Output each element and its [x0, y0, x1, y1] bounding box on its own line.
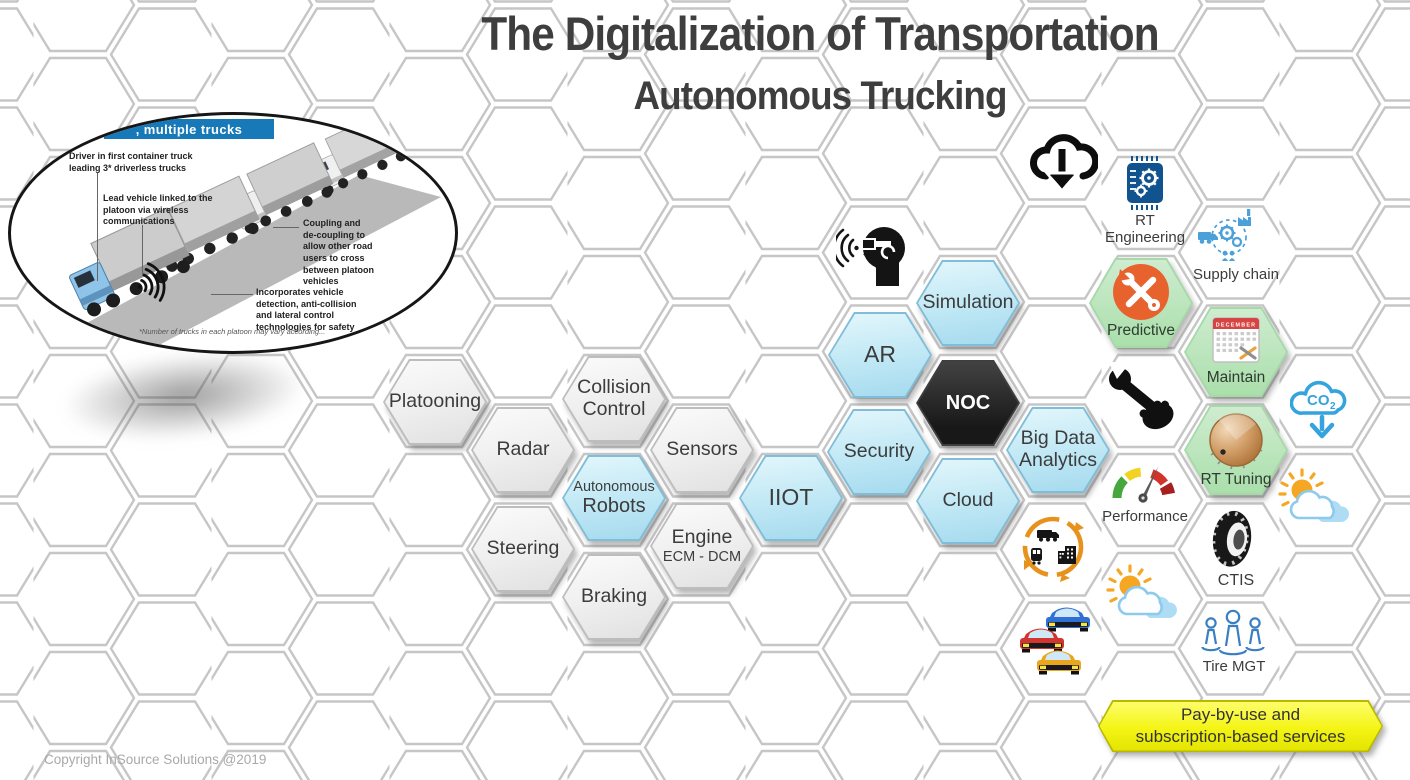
cloud-download-icon [1030, 134, 1098, 194]
hex-rt-tuning: RT Tuning [1184, 405, 1288, 495]
banner-line: Pay-by-use and [1180, 705, 1301, 725]
banner-line: subscription-based services [1135, 727, 1346, 746]
supply-chain-icon [1198, 209, 1251, 261]
tire-icon [1211, 510, 1252, 567]
ar-head-sound-icon [836, 227, 905, 286]
service-label: Tire MGT [1202, 658, 1266, 675]
leader-line [273, 227, 299, 228]
hex-label: Platooning [388, 390, 482, 413]
pay-by-use-banner: Pay-by-use and subscription-based servic… [1098, 700, 1383, 752]
truck-platoon-illustration [51, 115, 441, 351]
hex-label: Autonomous [573, 478, 655, 495]
hex-braking: Braking [562, 554, 666, 640]
chip-gears-icon [1127, 156, 1163, 210]
sun-clouds-icon [1106, 564, 1178, 618]
hex-security: Security [827, 409, 931, 495]
hex-label: Control [582, 398, 646, 420]
service-label: Performance [1102, 508, 1188, 525]
svg-text:CO: CO [1307, 392, 1330, 409]
hex-label: Braking [580, 585, 648, 608]
hex-simulation: Simulation [916, 260, 1020, 346]
hex-radar: Radar [471, 407, 575, 493]
svg-text:DECEMBER: DECEMBER [1216, 323, 1256, 329]
page-subtitle: Autonomous Trucking [633, 74, 1007, 118]
hex-label: Sensors [666, 438, 738, 461]
service-label: CTIS [1217, 572, 1255, 589]
leader-line [211, 294, 253, 295]
hex-label: ECM - DCM [662, 548, 742, 565]
annotation-coupling: Coupling and de-coupling to allow other … [303, 218, 375, 287]
hex-ar: AR [828, 312, 932, 398]
co2-reduction-icon: CO 2 [1290, 380, 1347, 439]
hex-maintain: DECEMBER Maintain [1184, 307, 1288, 397]
platooning-infographic: , multiple trucks Driver in first contai… [8, 112, 458, 354]
annotation-incorporates: Incorporates vehicle detection, anti-col… [256, 287, 357, 333]
leader-line [97, 173, 98, 281]
people-group-icon [1201, 609, 1265, 656]
hex-steering: Steering [471, 506, 575, 592]
page-title: The Digitalization of Transportation [481, 7, 1159, 60]
hex-label: AR [864, 341, 896, 368]
hex-iiot: IIOT [739, 455, 843, 541]
hex-label: Collision [577, 376, 651, 399]
hex-predictive: Predictive [1089, 258, 1193, 348]
leader-line [142, 225, 143, 275]
svg-text:2: 2 [1330, 401, 1336, 412]
gauge-icon [1112, 466, 1176, 503]
service-label: Predictive [1106, 322, 1176, 339]
wrench-hand-icon [1108, 362, 1174, 430]
hex-cloud: Cloud [916, 458, 1020, 544]
copyright-text: Copyright InSource Solutions @2019 [44, 752, 267, 767]
oval-header-banner: , multiple trucks [104, 119, 274, 139]
hex-label: Steering [486, 537, 560, 560]
label-line: RT [1135, 212, 1155, 229]
calendar-tools-icon: DECEMBER [1212, 317, 1260, 363]
hex-platooning: Platooning [383, 359, 487, 445]
hex-label: IIOT [768, 484, 814, 511]
sun-clouds-icon [1278, 468, 1350, 522]
hex-label: Robots [582, 494, 646, 517]
service-label: RT Tuning [1200, 471, 1272, 488]
service-label: Maintain [1206, 369, 1266, 386]
service-label: Supply chain [1193, 266, 1279, 283]
intermodal-cycle-icon [1022, 516, 1084, 582]
hex-label: Cloud [942, 489, 994, 512]
hex-label: Security [843, 440, 915, 463]
annotation-driver: Driver in first container truck leading … [69, 151, 193, 173]
cars-icon [1020, 607, 1090, 675]
hex-label: NOC [945, 391, 991, 414]
hex-label: Big Data [1020, 427, 1096, 450]
hex-label: Engine [671, 525, 733, 548]
tools-circle-icon [1113, 264, 1169, 320]
oval-footnote: *Number of trucks in each platoon may va… [139, 327, 326, 336]
hex-sensors: Sensors [650, 407, 754, 493]
knob-icon [1209, 412, 1263, 470]
annotation-lead-vehicle: Lead vehicle linked to the platoon via w… [103, 193, 213, 227]
hex-noc: NOC [916, 360, 1020, 446]
label-line: Engineering [1104, 229, 1186, 247]
hex-label: Analytics [1018, 449, 1098, 471]
hex-label: Simulation [922, 291, 1014, 314]
hex-label: Radar [496, 438, 550, 461]
